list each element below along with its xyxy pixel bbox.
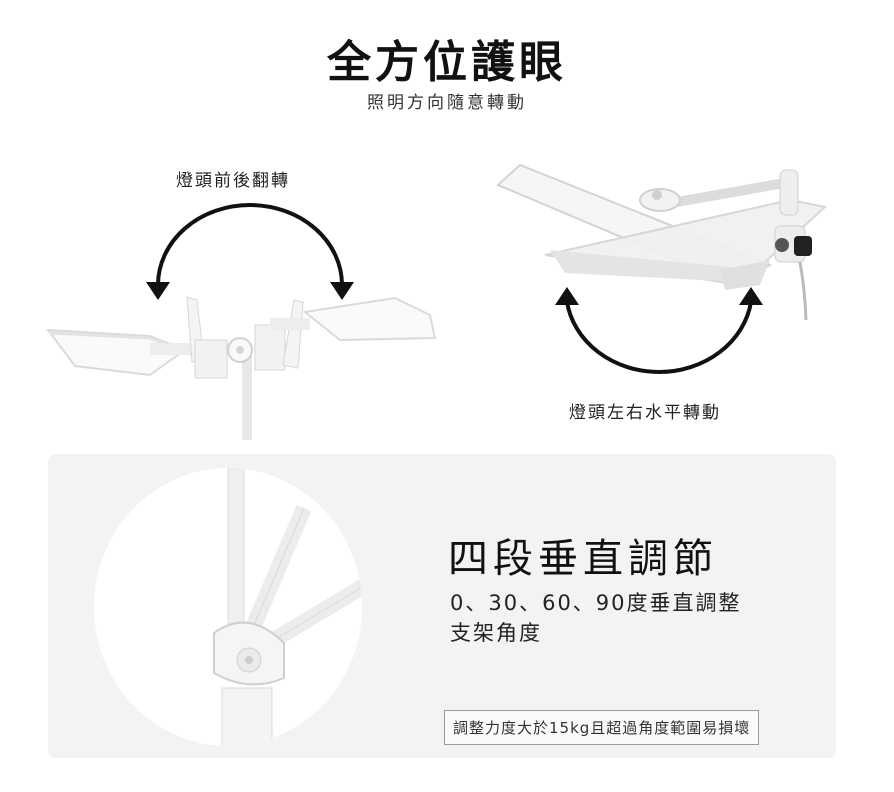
panel-description-line2: 支架角度 [450,621,542,645]
rotate-arrow-icon [555,287,763,374]
panel-description: 0、30、60、90度垂直調整 支架角度 [450,588,790,648]
flip-arrow-icon [146,203,354,300]
flip-label: 燈頭前後翻轉 [176,171,290,191]
lamp-rotate-image [496,163,828,321]
page-title: 全方位護眼 [327,37,567,88]
lamp-flip-image [45,296,437,440]
warning-note: 調整力度大於15kg且超過角度範圍易損壞 [444,710,760,745]
panel-description-line1: 0、30、60、90度垂直調整 [450,591,742,615]
panel-title: 四段垂直調節 [448,536,718,582]
hinge-closeup-image [94,468,362,746]
page-subtitle: 照明方向隨意轉動 [367,93,527,113]
hero-illustration [45,163,828,440]
rotate-label: 燈頭左右水平轉動 [569,403,721,423]
vertical-adjust-panel: 四段垂直調節 0、30、60、90度垂直調整 支架角度 調整力度大於15kg且超… [48,454,836,758]
